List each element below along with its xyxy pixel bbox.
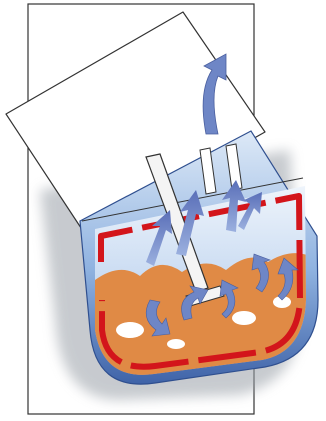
gas-bubble — [167, 339, 185, 349]
gas-bubble — [232, 311, 256, 325]
gas-bubble — [116, 322, 144, 338]
